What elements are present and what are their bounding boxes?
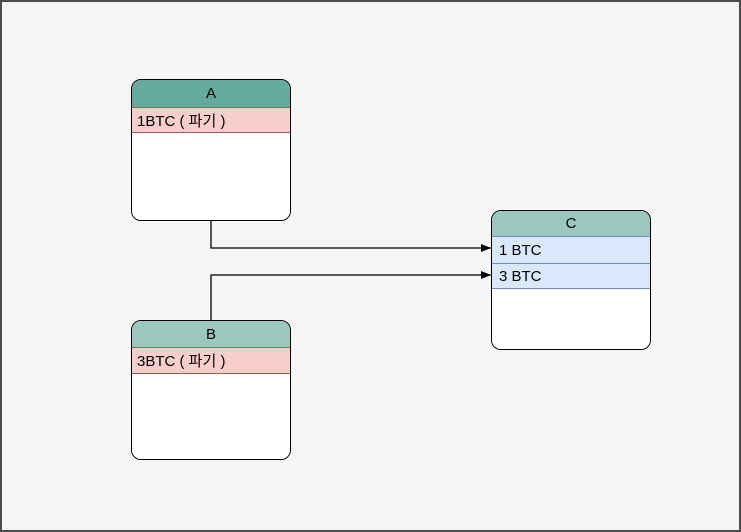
node-c-row-2-label: 3 BTC <box>499 267 542 285</box>
node-a-title: A <box>205 85 216 102</box>
node-c-row-1-label: 1 BTC <box>499 241 542 259</box>
node-a[interactable]: A 1BTC ( 파기 ) <box>131 79 291 221</box>
node-c[interactable]: C 1 BTC 3 BTC <box>491 210 651 350</box>
node-a-body <box>132 133 290 220</box>
node-b-title: B <box>205 325 216 343</box>
node-c-body <box>492 289 650 349</box>
node-b-row-label: 3BTC ( 파기 ) <box>137 353 226 370</box>
node-a-row-output[interactable]: 1BTC ( 파기 ) <box>132 107 290 133</box>
node-b-body <box>132 374 290 459</box>
node-a-row-label: 1BTC ( 파기 ) <box>137 112 226 130</box>
node-b-row-output[interactable]: 3BTC ( 파기 ) <box>132 347 290 374</box>
node-b[interactable]: B 3BTC ( 파기 ) <box>131 320 291 460</box>
node-c-row-input-1[interactable]: 1 BTC <box>492 236 650 263</box>
node-b-header[interactable]: B <box>132 321 290 347</box>
node-a-header[interactable]: A <box>132 80 290 107</box>
edge-a-to-c[interactable] <box>210 221 491 252</box>
node-c-header[interactable]: C <box>492 211 650 236</box>
node-c-row-input-2[interactable]: 3 BTC <box>492 263 650 289</box>
edge-b-to-c[interactable] <box>210 271 491 320</box>
node-c-title: C <box>565 215 577 232</box>
